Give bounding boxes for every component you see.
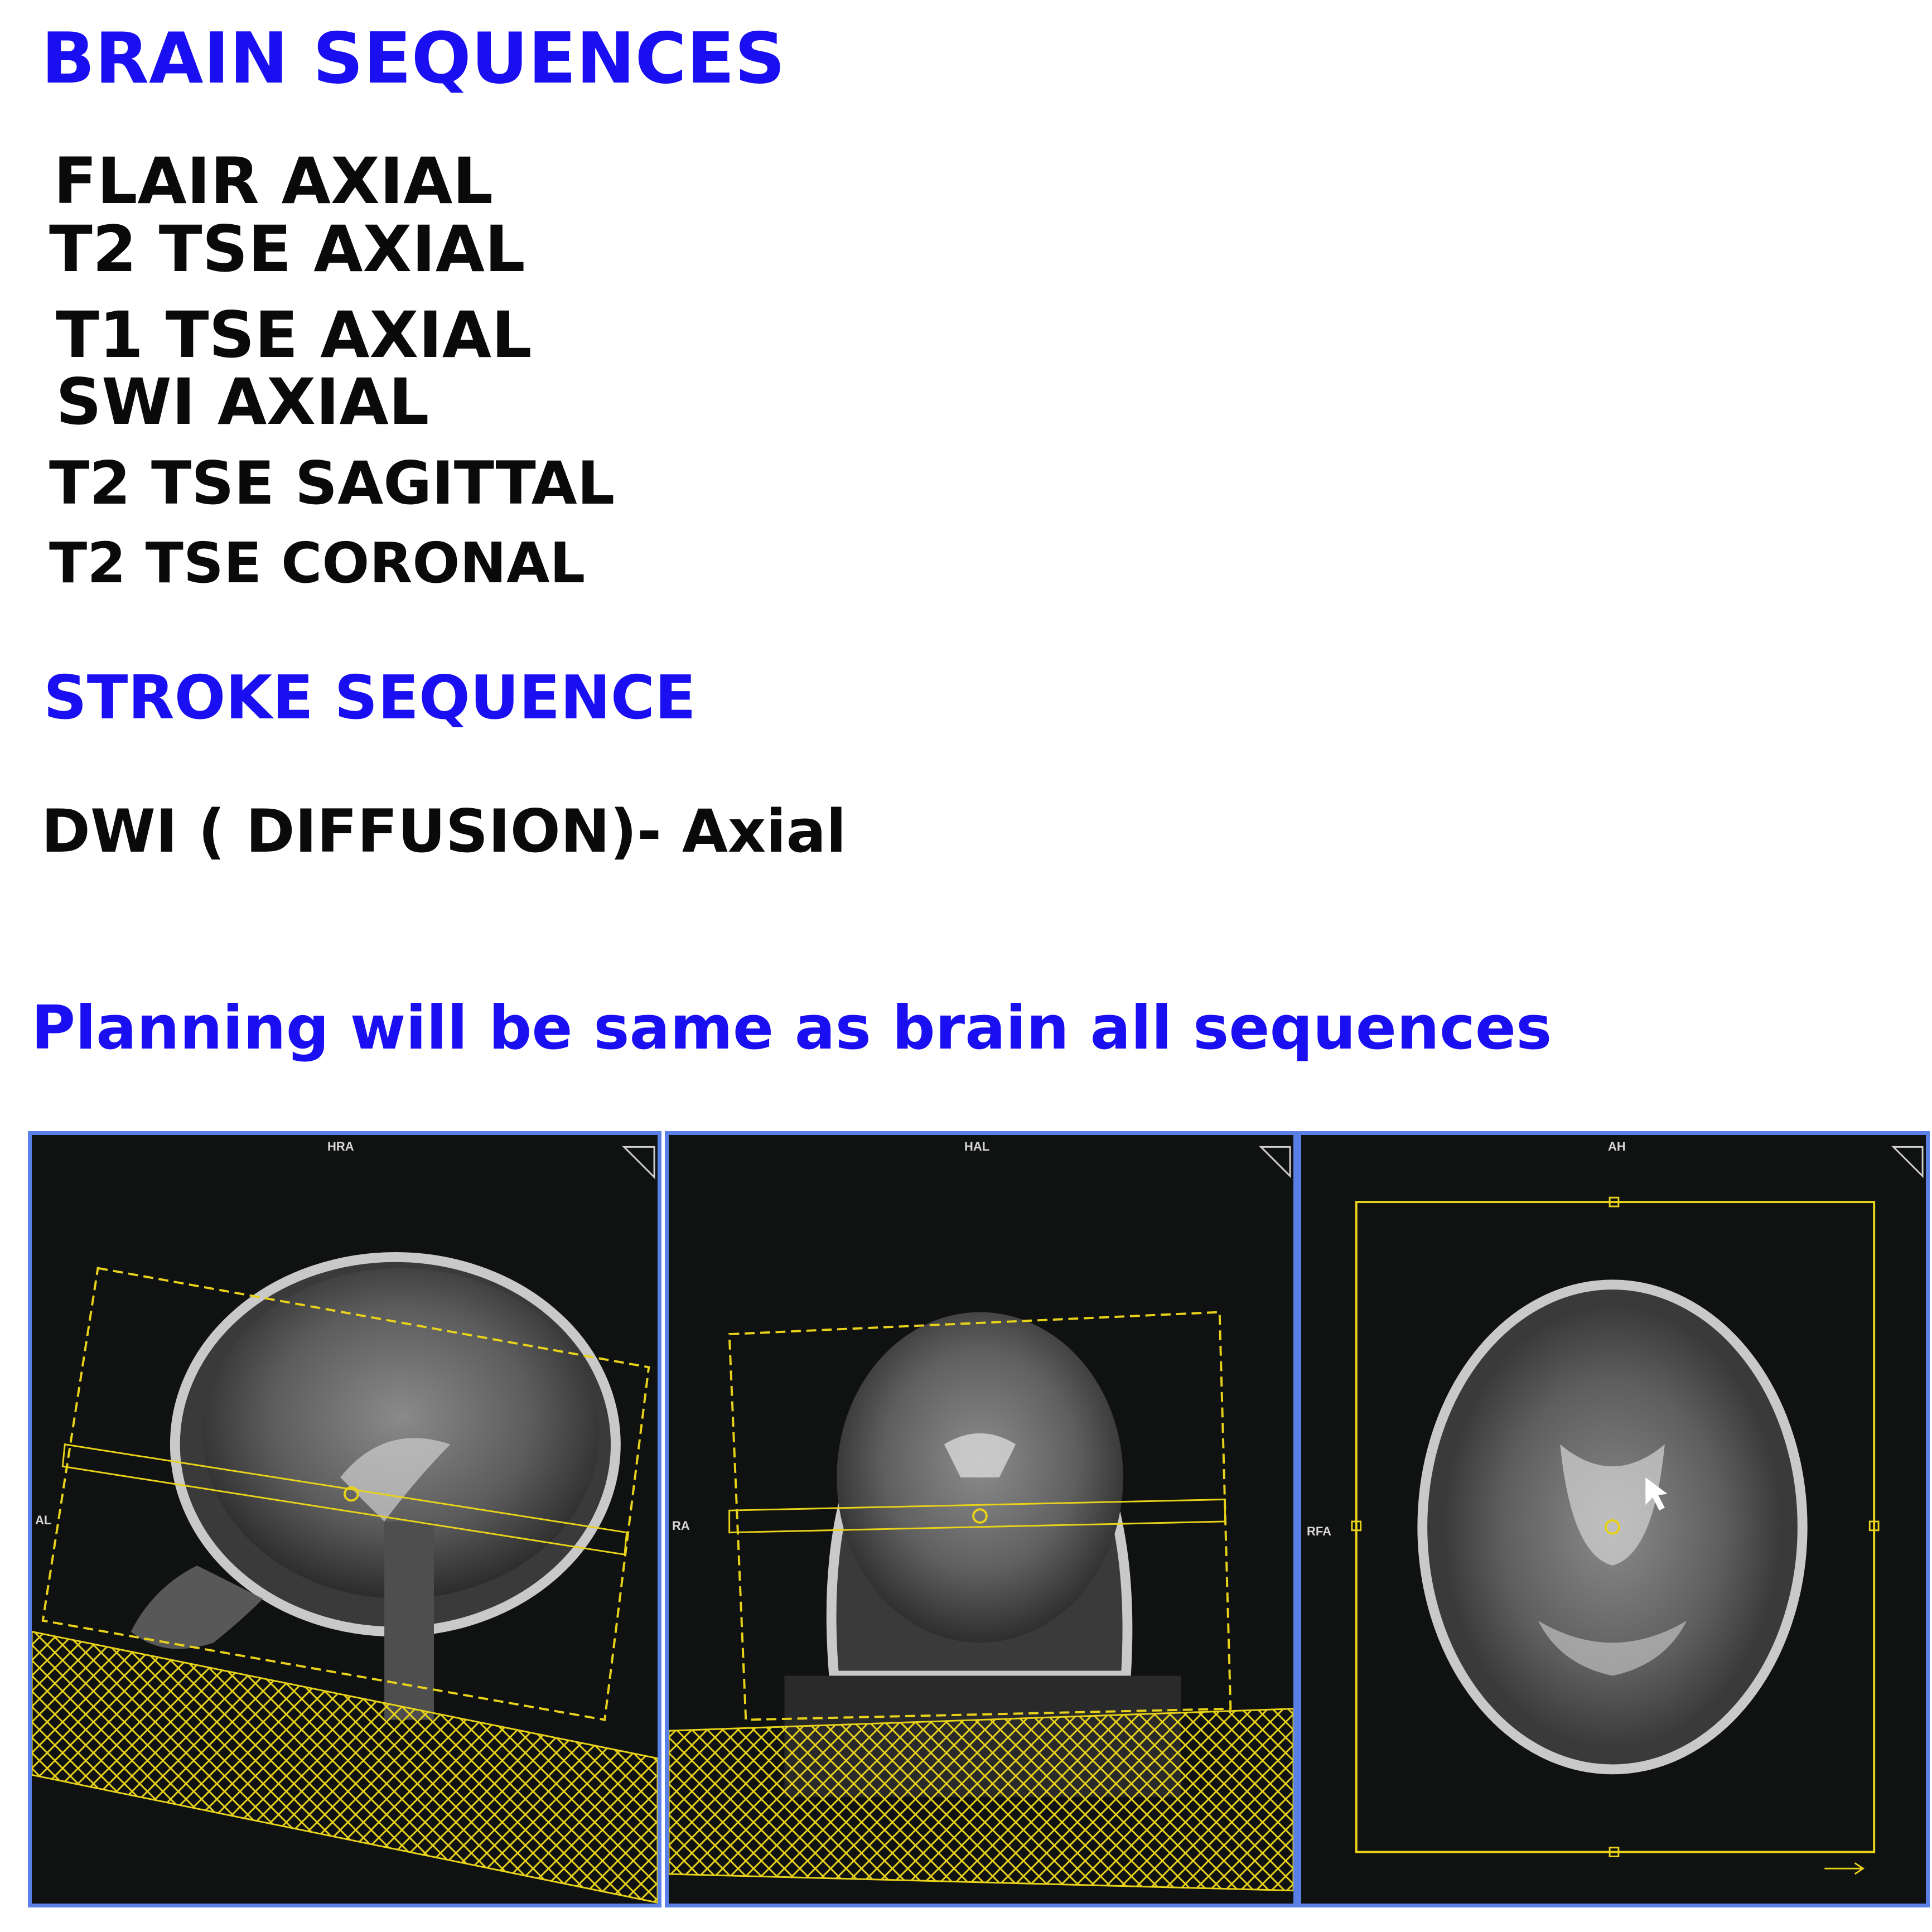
orientation-label-top: AH <box>1608 1139 1626 1153</box>
orientation-label-side: RFA <box>1307 1524 1331 1538</box>
coronal-viewport[interactable]: HAL RA <box>665 1131 1297 1907</box>
orientation-label-side: AL <box>35 1513 52 1527</box>
coronal-image <box>669 1146 1293 1892</box>
sagittal-image <box>32 1146 658 1904</box>
cursor-icon <box>1645 1477 1668 1511</box>
sequence-item: T2 TSE SAGITTAL <box>49 449 615 518</box>
axial-viewport[interactable]: AH RFA <box>1297 1131 1930 1907</box>
planning-note: Planning will be same as brain all seque… <box>31 993 1552 1063</box>
sequence-item: SWI AXIAL <box>56 365 429 439</box>
orientation-label-top: HAL <box>964 1139 990 1153</box>
orientation-label-top: HRA <box>327 1139 354 1153</box>
stroke-sequence-heading: STROKE SEQUENCE <box>44 663 696 733</box>
stroke-sequence-item: DWI ( DIFFUSION)- Axial <box>41 797 847 866</box>
sagittal-viewport[interactable]: HRA AL <box>28 1131 661 1907</box>
sequence-item: FLAIR AXIAL <box>54 144 494 218</box>
sequence-item: T1 TSE AXIAL <box>56 298 532 372</box>
sequence-item: T2 TSE AXIAL <box>49 212 525 286</box>
axial-image <box>1351 1146 1924 1875</box>
orientation-label-side: RA <box>672 1519 690 1533</box>
brain-sequences-heading: BRAIN SEQUENCES <box>41 17 785 99</box>
sequence-item: T2 TSE CORONAL <box>49 530 586 596</box>
